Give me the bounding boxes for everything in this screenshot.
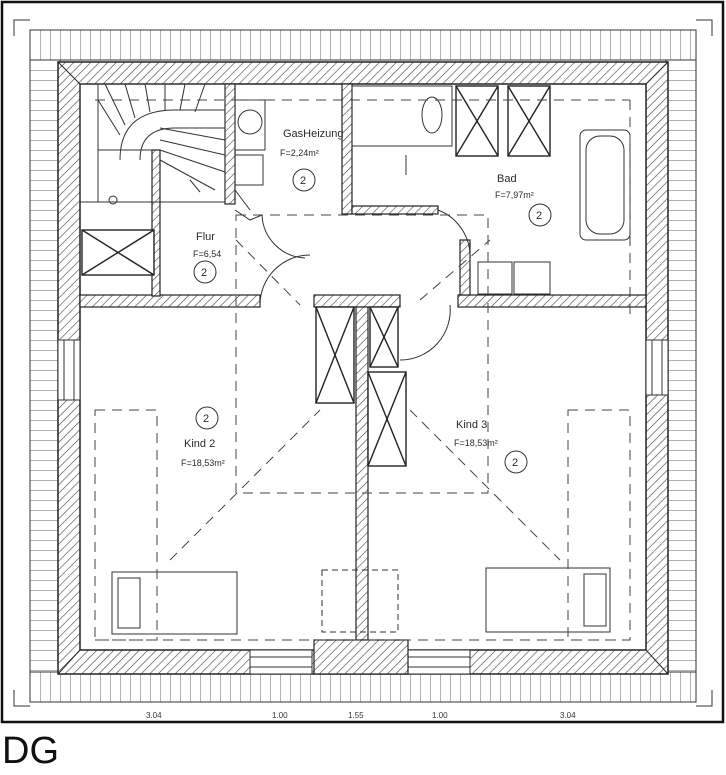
room-name-gasheizung: GasHeizung <box>283 128 344 140</box>
interior-walls <box>79 83 647 675</box>
room-name-kind2: Kind 2 <box>184 438 215 450</box>
floor-caption: DG <box>2 730 59 772</box>
room-mark-bad: 2 <box>536 210 542 222</box>
windows <box>57 339 669 675</box>
floor-plan: GasHeizung F=2,24m² 2 Bad F=7,97m² 2 Flu… <box>0 0 725 724</box>
room-name-flur: Flur <box>196 231 215 243</box>
dimension-labels: 3.04 1.00 1.55 1.00 3.04 <box>146 711 576 720</box>
dimension-5: 3.04 <box>560 711 576 720</box>
room-mark-flur: 2 <box>201 267 207 279</box>
door-swings <box>234 209 471 361</box>
gas-heater-fixtures <box>234 99 266 211</box>
shafts <box>81 85 551 467</box>
furniture <box>111 567 611 635</box>
staircase <box>79 83 226 205</box>
room-mark-kind2: 2 <box>203 413 209 425</box>
room-name-bad: Bad <box>497 173 517 185</box>
roof-slope-lines <box>94 99 631 641</box>
room-area-gasheizung: F=2,24m² <box>280 148 319 158</box>
room-name-kind3: Kind 3 <box>456 419 487 431</box>
dimension-4: 1.00 <box>432 711 448 720</box>
room-area-kind2: F=18,53m² <box>181 458 225 468</box>
room-mark-kind3: 2 <box>512 457 518 469</box>
room-mark-gasheizung: 2 <box>300 175 306 187</box>
room-labels: GasHeizung F=2,24m² 2 Bad F=7,97m² 2 Flu… <box>181 128 552 474</box>
room-area-kind3: F=18,53m² <box>454 438 498 448</box>
room-area-flur: F=6,54 <box>193 249 221 259</box>
dimension-1: 3.04 <box>146 711 162 720</box>
room-area-bad: F=7,97m² <box>495 190 534 200</box>
dimension-3: 1.55 <box>348 711 364 720</box>
dimension-2: 1.00 <box>272 711 288 720</box>
